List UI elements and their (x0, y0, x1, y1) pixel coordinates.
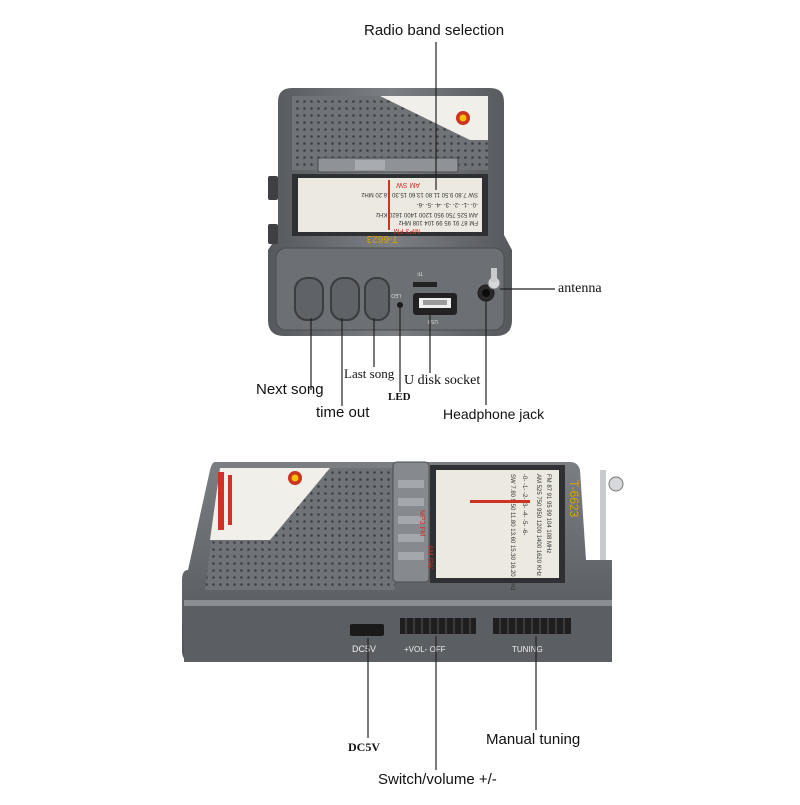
dial-band-ammp3: MP3 FM (393, 227, 420, 234)
model-text-top: T-6623 (366, 233, 398, 244)
svg-text:-0- -1- -2- -3- -4- -5- -6-: -0- -1- -2- -3- -4- -5- -6- (521, 474, 527, 535)
tf-print: TF (417, 270, 423, 276)
label-antenna: antenna (558, 281, 602, 296)
pause-button (330, 277, 360, 321)
label-time-out: time out (316, 404, 370, 421)
radio-bottom-view: FM 87 91 95 99 104 108 MHz AM 525 750 95… (182, 461, 624, 662)
dial-needle (388, 180, 390, 230)
dial-am-scale: AM 525 750 950 1200 1400 1620 KHz (376, 211, 478, 217)
radio-top-view: FM 87 91 95 99 104 108 MHz AM 525 750 95… (268, 88, 512, 336)
callout-lines (310, 42, 555, 770)
bottom-antenna (600, 470, 606, 560)
label-next-song: Next song (256, 381, 324, 398)
label-last-song: Last song (344, 366, 395, 381)
dc5v-port (350, 624, 384, 636)
bottom-band-mp3fm: MP3 FM (418, 510, 425, 537)
top-side-knob (268, 176, 278, 200)
svg-text:SW 7.80 9.50 11.80 13.60 15.30: SW 7.80 9.50 11.80 13.60 15.30 16.20 MHz (509, 474, 515, 591)
dc5v-print: DC5V (352, 644, 376, 654)
usb-print: USB (427, 318, 438, 324)
model-text-bottom: T-6623 (567, 480, 581, 518)
top-band-switch-slot (317, 157, 459, 173)
dial-fm-scale: FM 87 91 95 99 104 108 MHz (399, 219, 478, 225)
tf-card-slot (413, 282, 437, 287)
dial-band-amsw: AM SW (396, 181, 420, 188)
dial-sw-scale: SW 7.80 9.50 11.80 13.60 15.30 16.20 MHz (361, 191, 478, 197)
label-radio-band-selection: Radio band selection (364, 22, 505, 39)
last-song-button (364, 277, 390, 321)
led-print: LED (391, 292, 401, 298)
led-indicator (397, 302, 403, 308)
label-dc5v: DC5V (348, 740, 380, 754)
label-led: LED (388, 391, 411, 403)
label-u-disk-socket: U disk socket (404, 373, 481, 388)
tuning-print: TUNING (512, 645, 543, 654)
dial-numbers: -0- -1- -2- -3- -4- -5- -6- (417, 201, 478, 207)
band-switch-knob (355, 160, 385, 170)
label-switch-volume: Switch/volume +/- (378, 771, 497, 788)
bottom-warning-label (210, 468, 330, 540)
svg-text:FM 87 91 95 99 104 108 MHz: FM 87 91 95 99 104 108 MHz (545, 474, 551, 553)
next-song-button (294, 277, 324, 321)
vol-print: +VOL- OFF (404, 645, 446, 654)
label-manual-tuning: Manual tuning (486, 731, 581, 748)
bottom-dial-panel (436, 470, 559, 578)
label-headphone-jack: Headphone jack (443, 406, 545, 422)
bottom-band-amsw: AM SW (426, 545, 433, 569)
top-warning-label (380, 96, 488, 140)
svg-text:AM 525 750 950 1200 1400 1620: AM 525 750 950 1200 1400 1620 KHz (535, 474, 541, 576)
